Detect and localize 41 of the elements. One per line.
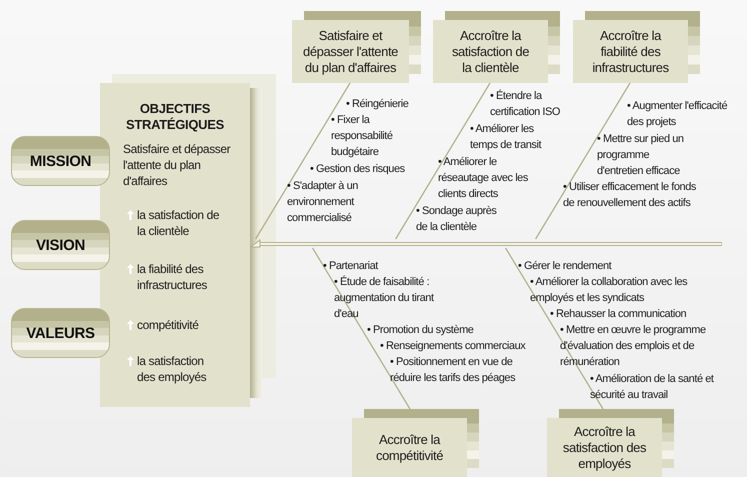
bullet-item: • Sondage auprès de la clientèle [416,204,498,235]
bullet-item: • Améliorer les temps de transit [470,122,542,153]
category-box: Satisfaire et dépasser l'attente du plan d'affaires [292,20,409,83]
objective-text: la satisfaction des employés [137,353,208,385]
bullet-item: • Étude de faisabilité : augmentation du tirant d'eau [334,274,435,322]
bullet-item: • Utiliser efficacement le fonds de renouvellement des actifs [563,180,697,211]
category-box: Accroître la satisfaction de la clientèle [433,20,548,83]
bullet-item: • Positionnement en vue de réduire les tarifs des péages [390,355,516,386]
bullet-item: • Étendre la certification ISO [490,88,561,120]
rib-line [535,82,631,240]
bullet-item: • Améliorer le réseautage avec les clients directs [438,155,529,202]
bullet-item: • Partenariat [323,259,378,274]
bullet-item: • Promotion du système [367,323,474,338]
objective-text: Satisfaire et dépasser l'attente du plan d'affaires [123,141,231,189]
bullet-item: • Améliorer la collaboration avec les employés et les syndicats [530,275,688,306]
bullet-item: • Amélioration de la santé et sécurité au travail [590,372,715,403]
pill-label: MISSION [11,136,110,186]
rib-line [505,248,604,410]
bullet-item: • S'adapter à un environnement commercialisé [287,179,359,226]
bullet-item: • Réingénierie [346,97,408,112]
rib-line [395,82,491,240]
bullet-item: • Mettre en œuvre le programme d'évaluation des emplois et de rémunération [560,323,707,370]
category-box: Accroître la compétitivité [352,418,467,477]
pill-label: VISION [11,220,110,270]
category-box: Accroître la fiabilité des infrastructures [573,20,688,83]
bullet-item: • Rehausser la communication [550,307,686,322]
objective-text: la satisfaction de la clientèle [137,207,220,239]
spine-line [250,239,722,248]
bullet-item: • Gérer le rendement [518,259,612,274]
objectives-panel [100,83,250,407]
panel-heading: OBJECTIFS STRATÉGIQUES [124,101,225,133]
category-box: Accroître la satisfaction des employés [547,418,662,477]
objective-text: la fiabilité des infrastructures [137,261,208,293]
bullet-item: • Renseignements commerciaux [380,339,526,354]
bullet-item: • Mettre sur pied un programme d'entretien efficace [597,132,685,179]
rib-line [312,248,411,410]
bullet-item: • Gestion des risques [310,162,405,177]
pill-label: VALEURS [11,308,110,358]
objective-text: compétitivité [137,317,200,333]
bullet-item: • Fixer la responsabilité budgétaire [331,113,394,160]
bullet-item: • Augmenter l'efficacité des projets [627,99,728,130]
